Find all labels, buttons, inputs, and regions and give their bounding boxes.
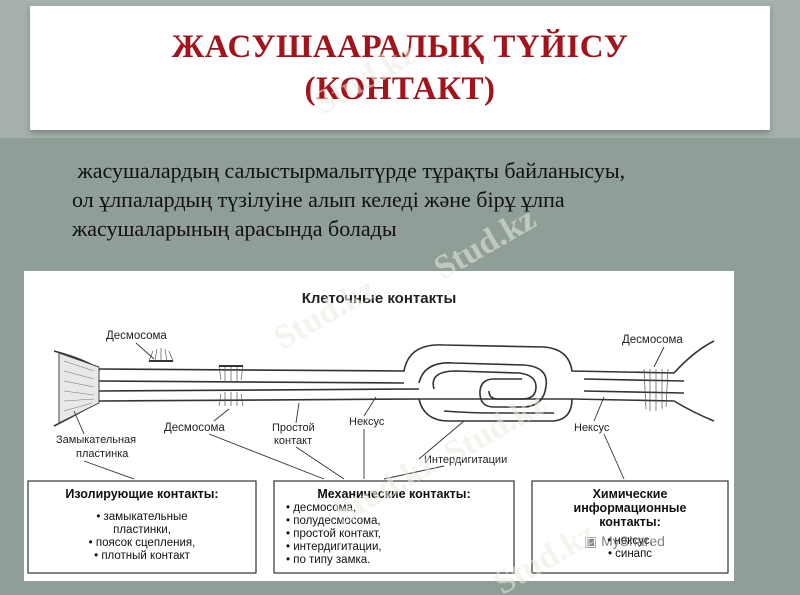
- label-tight-plate-1: Замыкательная: [56, 434, 136, 446]
- cell-contacts-figure: Клеточные контакты: [24, 271, 734, 581]
- figure-title: Клеточные контакты: [302, 290, 457, 307]
- box-isolating-item-3: • поясок сцепления,: [88, 537, 196, 549]
- box-mechanical-heading: Механические контакты:: [317, 487, 471, 501]
- myshared-badge: ▣ MyShared: [584, 533, 665, 550]
- presentation-icon: ▣: [584, 533, 602, 549]
- box-chemical-heading-3: контакты:: [599, 515, 661, 529]
- label-interdigitation: Интердигитации: [424, 454, 507, 466]
- box-chemical-heading-2: информационные: [573, 501, 687, 515]
- body-line-2: ол ұлпалардың түзілуіне алып келеді және…: [72, 187, 565, 212]
- label-desmosome-bottom: Десмосома: [164, 422, 225, 434]
- box-mechanical-item-1: • десмосома,: [286, 502, 357, 514]
- slide-body-text: жасушалардың салыстырмалытүрде тұрақты б…: [72, 156, 772, 243]
- box-isolating-item-4: • плотный контакт: [94, 550, 190, 562]
- box-chemical-heading-1: Химические: [592, 487, 668, 501]
- box-isolating-item-2: пластинки,: [113, 524, 171, 536]
- box-mechanical-item-2: • полудесмосома,: [286, 515, 381, 527]
- label-desmosome-left: Десмосома: [106, 330, 167, 342]
- box-isolating-item-1: • замыкательные: [96, 511, 188, 523]
- label-tight-plate-2: пластинка: [76, 448, 129, 460]
- label-nexus-right: Нексус: [574, 422, 610, 434]
- box-mechanical-item-5: • по типу замка.: [286, 554, 371, 566]
- body-line-1: жасушалардың салыстырмалытүрде тұрақты б…: [72, 158, 626, 183]
- box-mechanical-item-4: • интердигитации,: [286, 541, 382, 553]
- box-isolating-heading: Изолирующие контакты:: [65, 487, 219, 501]
- box-chemical-item-1: • нексус,: [607, 535, 653, 547]
- title-box: ЖАСУШААРАЛЫҚ ТҮЙІСУ (КОНТАКТ): [30, 6, 770, 130]
- title-band: ЖАСУШААРАЛЫҚ ТҮЙІСУ (КОНТАКТ): [0, 0, 800, 138]
- slide-title-line-2: (КОНТАКТ): [304, 71, 496, 107]
- slide-title-line-1: ЖАСУШААРАЛЫҚ ТҮЙІСУ: [171, 29, 629, 65]
- label-simple-contact-2: контакт: [274, 435, 312, 447]
- tight-junction-left: [58, 352, 100, 424]
- label-desmosome-right: Десмосома: [622, 334, 683, 346]
- desmosome-fibrils: [148, 348, 669, 411]
- membrane-band: [53, 340, 715, 427]
- myshared-label: MyShared: [601, 533, 665, 549]
- label-simple-contact-1: Простой: [272, 422, 315, 434]
- label-nexus-mid: Нексус: [349, 416, 385, 428]
- pointer-lines: [73, 342, 665, 480]
- box-chemical-item-2: • синапс: [607, 548, 653, 560]
- cell-contacts-diagram: Клеточные контакты: [27, 290, 729, 574]
- box-mechanical-item-3: • простой контакт,: [286, 528, 381, 540]
- category-boxes: [27, 480, 729, 574]
- body-line-3: жасушаларының арасында болады: [72, 216, 397, 241]
